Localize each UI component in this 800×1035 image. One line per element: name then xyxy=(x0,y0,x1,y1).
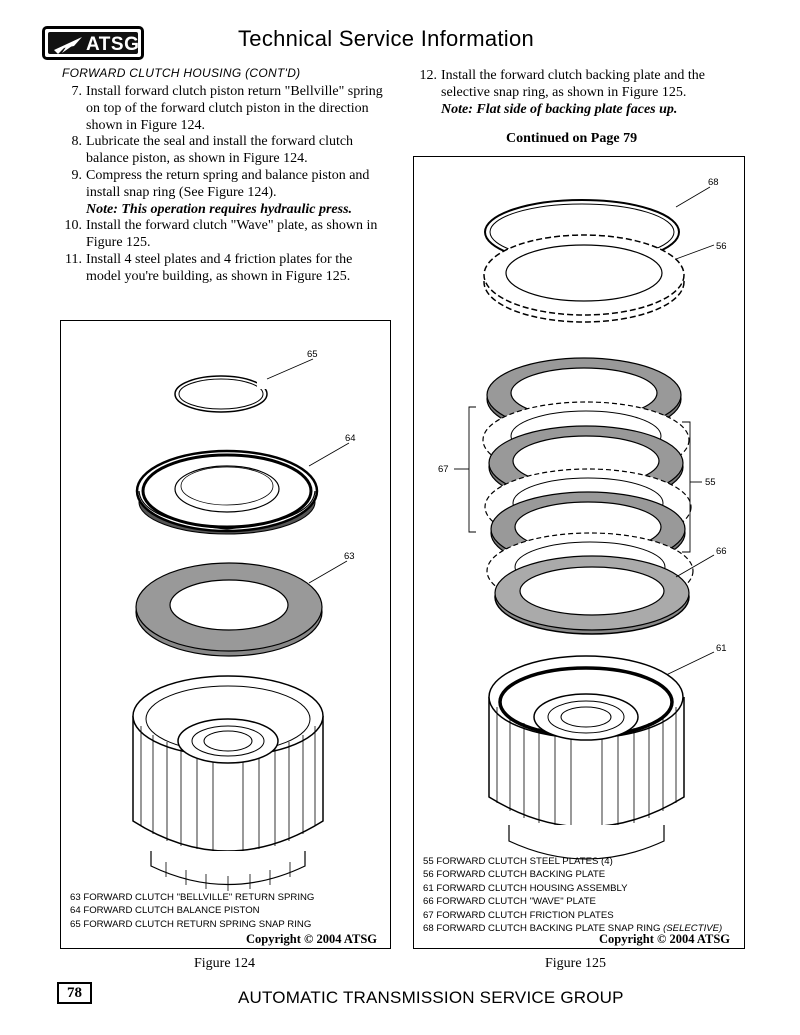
figure-125-copyright: Copyright © 2004 ATSG xyxy=(599,932,730,946)
label-66: 66 xyxy=(716,546,727,557)
step-note: Note: Flat side of backing plate faces u… xyxy=(441,101,678,117)
step-text: Compress the return spring and balance p… xyxy=(86,167,370,200)
figure-125-box: 68 56 67 55 6 xyxy=(413,156,745,949)
legend-item: 56 FORWARD CLUTCH BACKING PLATE xyxy=(423,869,606,881)
atsg-logo: ATSG xyxy=(42,26,144,60)
label-64: 64 xyxy=(345,433,356,444)
legend-item: 65 FORWARD CLUTCH RETURN SPRING SNAP RIN… xyxy=(70,918,312,930)
label-61: 61 xyxy=(716,643,727,654)
page-number: 78 xyxy=(57,982,92,1004)
figure-124-caption: Figure 124 xyxy=(194,956,256,971)
step-text: Install the forward clutch backing plate… xyxy=(441,68,705,100)
step-number: 10. xyxy=(64,218,83,234)
legend-item: 55 FORWARD CLUTCH STEEL PLATES (4) xyxy=(423,856,613,867)
steps-right: 12.Install the forward clutch backing pl… xyxy=(415,68,745,118)
clutch-housing-61 xyxy=(488,655,685,860)
step-number: 12. xyxy=(419,68,438,83)
figure-124-illustration: 65 64 63 xyxy=(132,349,356,891)
step-text: Install forward clutch piston return "Be… xyxy=(86,84,383,133)
wave-plate-66 xyxy=(494,555,690,635)
backing-plate-56 xyxy=(483,234,685,323)
figure-124-legend: 63 FORWARD CLUTCH "BELLVILLE" RETURN SPR… xyxy=(70,891,314,931)
label-63: 63 xyxy=(344,551,355,562)
step-number: 8. xyxy=(71,134,83,150)
logo-text: ATSG xyxy=(86,34,140,55)
step-number: 9. xyxy=(71,167,83,183)
legend-item: 68 FORWARD CLUTCH BACKING PLATE SNAP RIN… xyxy=(423,922,722,935)
figure-125-legend: 55 FORWARD CLUTCH STEEL PLATES (4) 56 FO… xyxy=(423,855,722,935)
legend-item: 61 FORWARD CLUTCH HOUSING ASSEMBLY xyxy=(423,882,628,894)
step-8: 8.Lubricate the seal and install the for… xyxy=(60,134,385,168)
label-65: 65 xyxy=(307,349,318,360)
figure-124-box: 65 64 63 xyxy=(60,320,391,949)
figure-124-copyright: Copyright © 2004 ATSG xyxy=(246,932,377,946)
footer-org: AUTOMATIC TRANSMISSION SERVICE GROUP xyxy=(238,988,624,1007)
label-68: 68 xyxy=(708,177,719,188)
figure-125-illustration: 68 56 67 55 6 xyxy=(438,177,727,860)
label-67: 67 xyxy=(438,464,449,475)
balance-piston-64 xyxy=(135,449,319,535)
figure-125-caption: Figure 125 xyxy=(545,956,607,971)
step-7: 7.Install forward clutch piston return "… xyxy=(60,84,385,134)
bellville-spring-63 xyxy=(135,562,323,657)
step-text: Lubricate the seal and install the forwa… xyxy=(86,134,354,167)
label-55: 55 xyxy=(705,477,716,488)
step-text: Install 4 steel plates and 4 friction pl… xyxy=(86,251,353,284)
step-10: 10.Install the forward clutch "Wave" pla… xyxy=(60,218,385,252)
page-title: Technical Service Information xyxy=(238,26,535,51)
legend-item: 67 FORWARD CLUTCH FRICTION PLATES xyxy=(423,909,614,921)
step-text: Install the forward clutch "Wave" plate,… xyxy=(86,218,378,251)
legend-item: 66 FORWARD CLUTCH "WAVE" PLATE xyxy=(423,896,596,908)
legend-item-suffix: (SELECTIVE) xyxy=(663,923,723,935)
legend-item: 63 FORWARD CLUTCH "BELLVILLE" RETURN SPR… xyxy=(70,892,315,903)
step-number: 7. xyxy=(71,84,83,99)
legend-item-text: 68 FORWARD CLUTCH BACKING PLATE SNAP RIN… xyxy=(423,923,661,935)
legend-item: 64 FORWARD CLUTCH BALANCE PISTON xyxy=(70,905,260,917)
step-9: 9.Compress the return spring and balance… xyxy=(60,168,385,218)
plate-stack xyxy=(482,357,694,635)
label-56: 56 xyxy=(716,241,727,252)
steps-left: 7.Install forward clutch piston return "… xyxy=(60,84,385,286)
section-title: FORWARD CLUTCH HOUSING (CONT'D) xyxy=(62,66,301,80)
step-number: 11. xyxy=(65,251,82,267)
step-12: 12.Install the forward clutch backing pl… xyxy=(415,68,745,118)
jet-icon xyxy=(54,37,82,54)
step-11: 11.Install 4 steel plates and 4 friction… xyxy=(60,252,385,286)
continued-note: Continued on Page 79 xyxy=(506,131,638,146)
step-note: Note: This operation requires hydraulic … xyxy=(86,201,353,217)
clutch-housing-illustration xyxy=(132,675,324,891)
snap-ring-65 xyxy=(174,375,271,413)
